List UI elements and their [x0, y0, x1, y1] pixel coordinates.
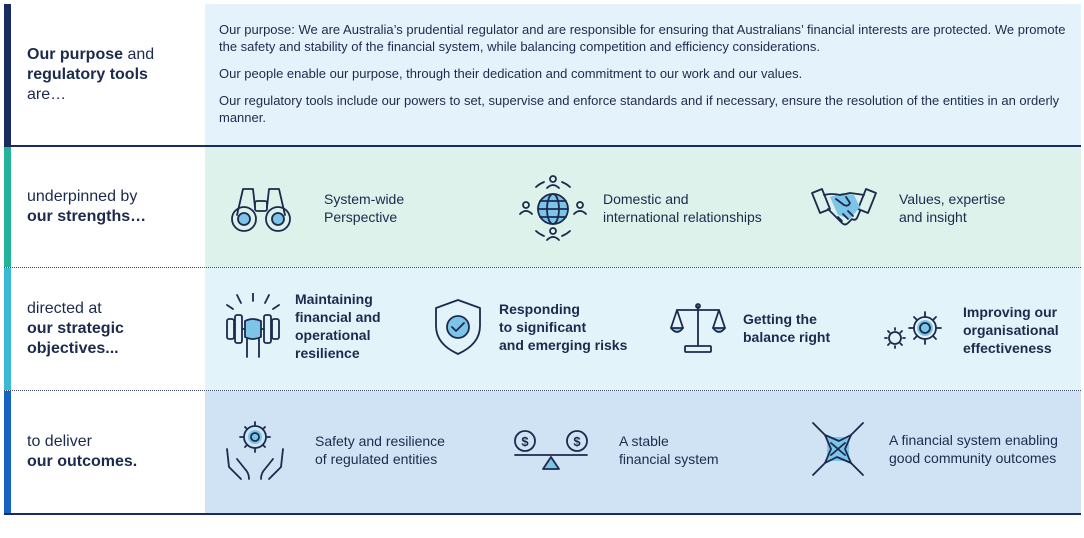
objective-item-balance: Getting the balance right: [669, 302, 830, 354]
globe-network-icon: [519, 175, 587, 241]
outcome-text-stable: A stable financial system: [619, 432, 719, 468]
svg-text:$: $: [573, 434, 581, 449]
strengths-label: underpinned by our strengths…: [11, 147, 205, 267]
outcomes-label-line1: to deliver: [27, 433, 92, 450]
objective-item-resilience: Maintaining financial and operational re…: [223, 290, 381, 362]
strengths-label-bold: our strengths…: [27, 208, 147, 225]
objectives-label-bold2: objectives...: [27, 340, 119, 357]
hands-gear-icon: [226, 421, 284, 480]
purpose-band: Our purpose and regulatory tools are… Ou…: [4, 4, 1081, 147]
purpose-label: Our purpose and regulatory tools are…: [11, 4, 205, 145]
strength-line: and insight: [899, 209, 967, 225]
strength-line: Values, expertise: [899, 191, 1006, 207]
scales-icon: [670, 303, 726, 353]
outcome-item-community: A financial system enabling good communi…: [809, 419, 1058, 479]
balance-coins-icon: $ $: [514, 430, 588, 470]
strength-text-perspective: System-wide Perspective: [324, 190, 404, 226]
outcome-item-stable: $ $ A stable financial system: [511, 427, 719, 473]
objectives-panel: Maintaining financial and operational re…: [205, 268, 1081, 390]
strength-line: international relationships: [603, 209, 762, 225]
strength-line: Perspective: [324, 209, 398, 225]
dumbbell-icon: [226, 293, 280, 358]
objective-line: Getting the: [743, 311, 817, 327]
strength-text-relationships: Domestic and international relationships: [603, 190, 762, 226]
objective-line: financial and: [295, 309, 381, 325]
purpose-paragraph: Our purpose: We are Australia’s prudenti…: [219, 22, 1066, 54]
binoculars-icon: [231, 188, 291, 232]
purpose-panel: Our purpose: We are Australia’s prudenti…: [205, 4, 1081, 145]
outcomes-band: to deliver our outcomes. Safety and resi…: [4, 391, 1081, 515]
objective-line: effectiveness: [963, 340, 1052, 356]
objectives-label-bold1: our strategic: [27, 320, 124, 337]
objectives-label: directed at our strategic objectives...: [11, 268, 205, 390]
strengths-accent-bar: [4, 147, 11, 267]
objective-item-effectiveness: Improving our organisational effectivene…: [881, 303, 1059, 357]
objective-line: to significant: [499, 319, 587, 335]
strengths-panel: System-wide Perspective Domestic and int…: [205, 147, 1081, 267]
objective-text-effectiveness: Improving our organisational effectivene…: [963, 303, 1059, 357]
purpose-label-bold: Our purpose: [27, 45, 124, 63]
people-paragraph: Our people enable our purpose, through t…: [219, 66, 803, 81]
joined-hands-icon: [812, 422, 864, 476]
outcomes-panel: Safety and resilience of regulated entit…: [205, 391, 1081, 513]
objective-line: organisational: [963, 322, 1059, 338]
strengths-label-line1: underpinned by: [27, 188, 138, 205]
objective-text-resilience: Maintaining financial and operational re…: [295, 290, 381, 362]
shield-check-icon: [435, 299, 481, 355]
purpose-label-tail: are…: [27, 85, 67, 103]
objective-line: operational: [295, 327, 371, 343]
svg-text:$: $: [521, 434, 529, 449]
gears-icon: [884, 311, 942, 349]
outcomes-label-bold: our outcomes.: [27, 453, 138, 470]
handshake-icon: [811, 188, 877, 226]
strengths-band: underpinned by our strengths… System-wid…: [4, 147, 1081, 268]
strength-line: System-wide: [324, 191, 405, 207]
objective-line: Maintaining: [295, 291, 373, 307]
outcome-text-community: A financial system enabling good communi…: [889, 431, 1058, 467]
objectives-label-line1: directed at: [27, 300, 102, 317]
objectives-band: directed at our strategic objectives... …: [4, 268, 1081, 391]
tools-paragraph: Our regulatory tools include our powers …: [219, 93, 1060, 125]
objective-line: resilience: [295, 345, 360, 361]
outcome-item-safety: Safety and resilience of regulated entit…: [223, 419, 445, 481]
strength-item-relationships: Domestic and international relationships: [518, 173, 762, 243]
objective-line: balance right: [743, 329, 831, 345]
objective-text-risks: Responding to significant and emerging r…: [499, 300, 627, 354]
outcome-line: of regulated entities: [315, 451, 438, 467]
objective-item-risks: Responding to significant and emerging r…: [433, 298, 627, 356]
outcome-line: financial system: [619, 451, 719, 467]
strength-item-values: Values, expertise and insight: [810, 185, 1005, 231]
objective-text-balance: Getting the balance right: [743, 310, 830, 346]
outcome-line: A financial system enabling: [889, 432, 1058, 448]
outcomes-label: to deliver our outcomes.: [11, 391, 205, 513]
objectives-accent-bar: [4, 268, 11, 390]
strength-text-values: Values, expertise and insight: [899, 190, 1005, 226]
purpose-label-and: and: [123, 45, 155, 63]
purpose-label-tools: regulatory tools: [27, 65, 148, 83]
strength-item-perspective: System-wide Perspective: [229, 183, 404, 233]
outcome-line: Safety and resilience: [315, 433, 445, 449]
outcome-line: good community outcomes: [889, 450, 1057, 466]
objective-line: and emerging risks: [499, 337, 628, 353]
strength-line: Domestic and: [603, 191, 689, 207]
outcomes-accent-bar: [4, 391, 11, 513]
objective-line: Improving our: [963, 304, 1058, 320]
objective-line: Responding: [499, 301, 580, 317]
purpose-accent-bar: [4, 4, 11, 145]
outcome-line: A stable: [619, 433, 669, 449]
outcome-text-safety: Safety and resilience of regulated entit…: [315, 432, 445, 468]
